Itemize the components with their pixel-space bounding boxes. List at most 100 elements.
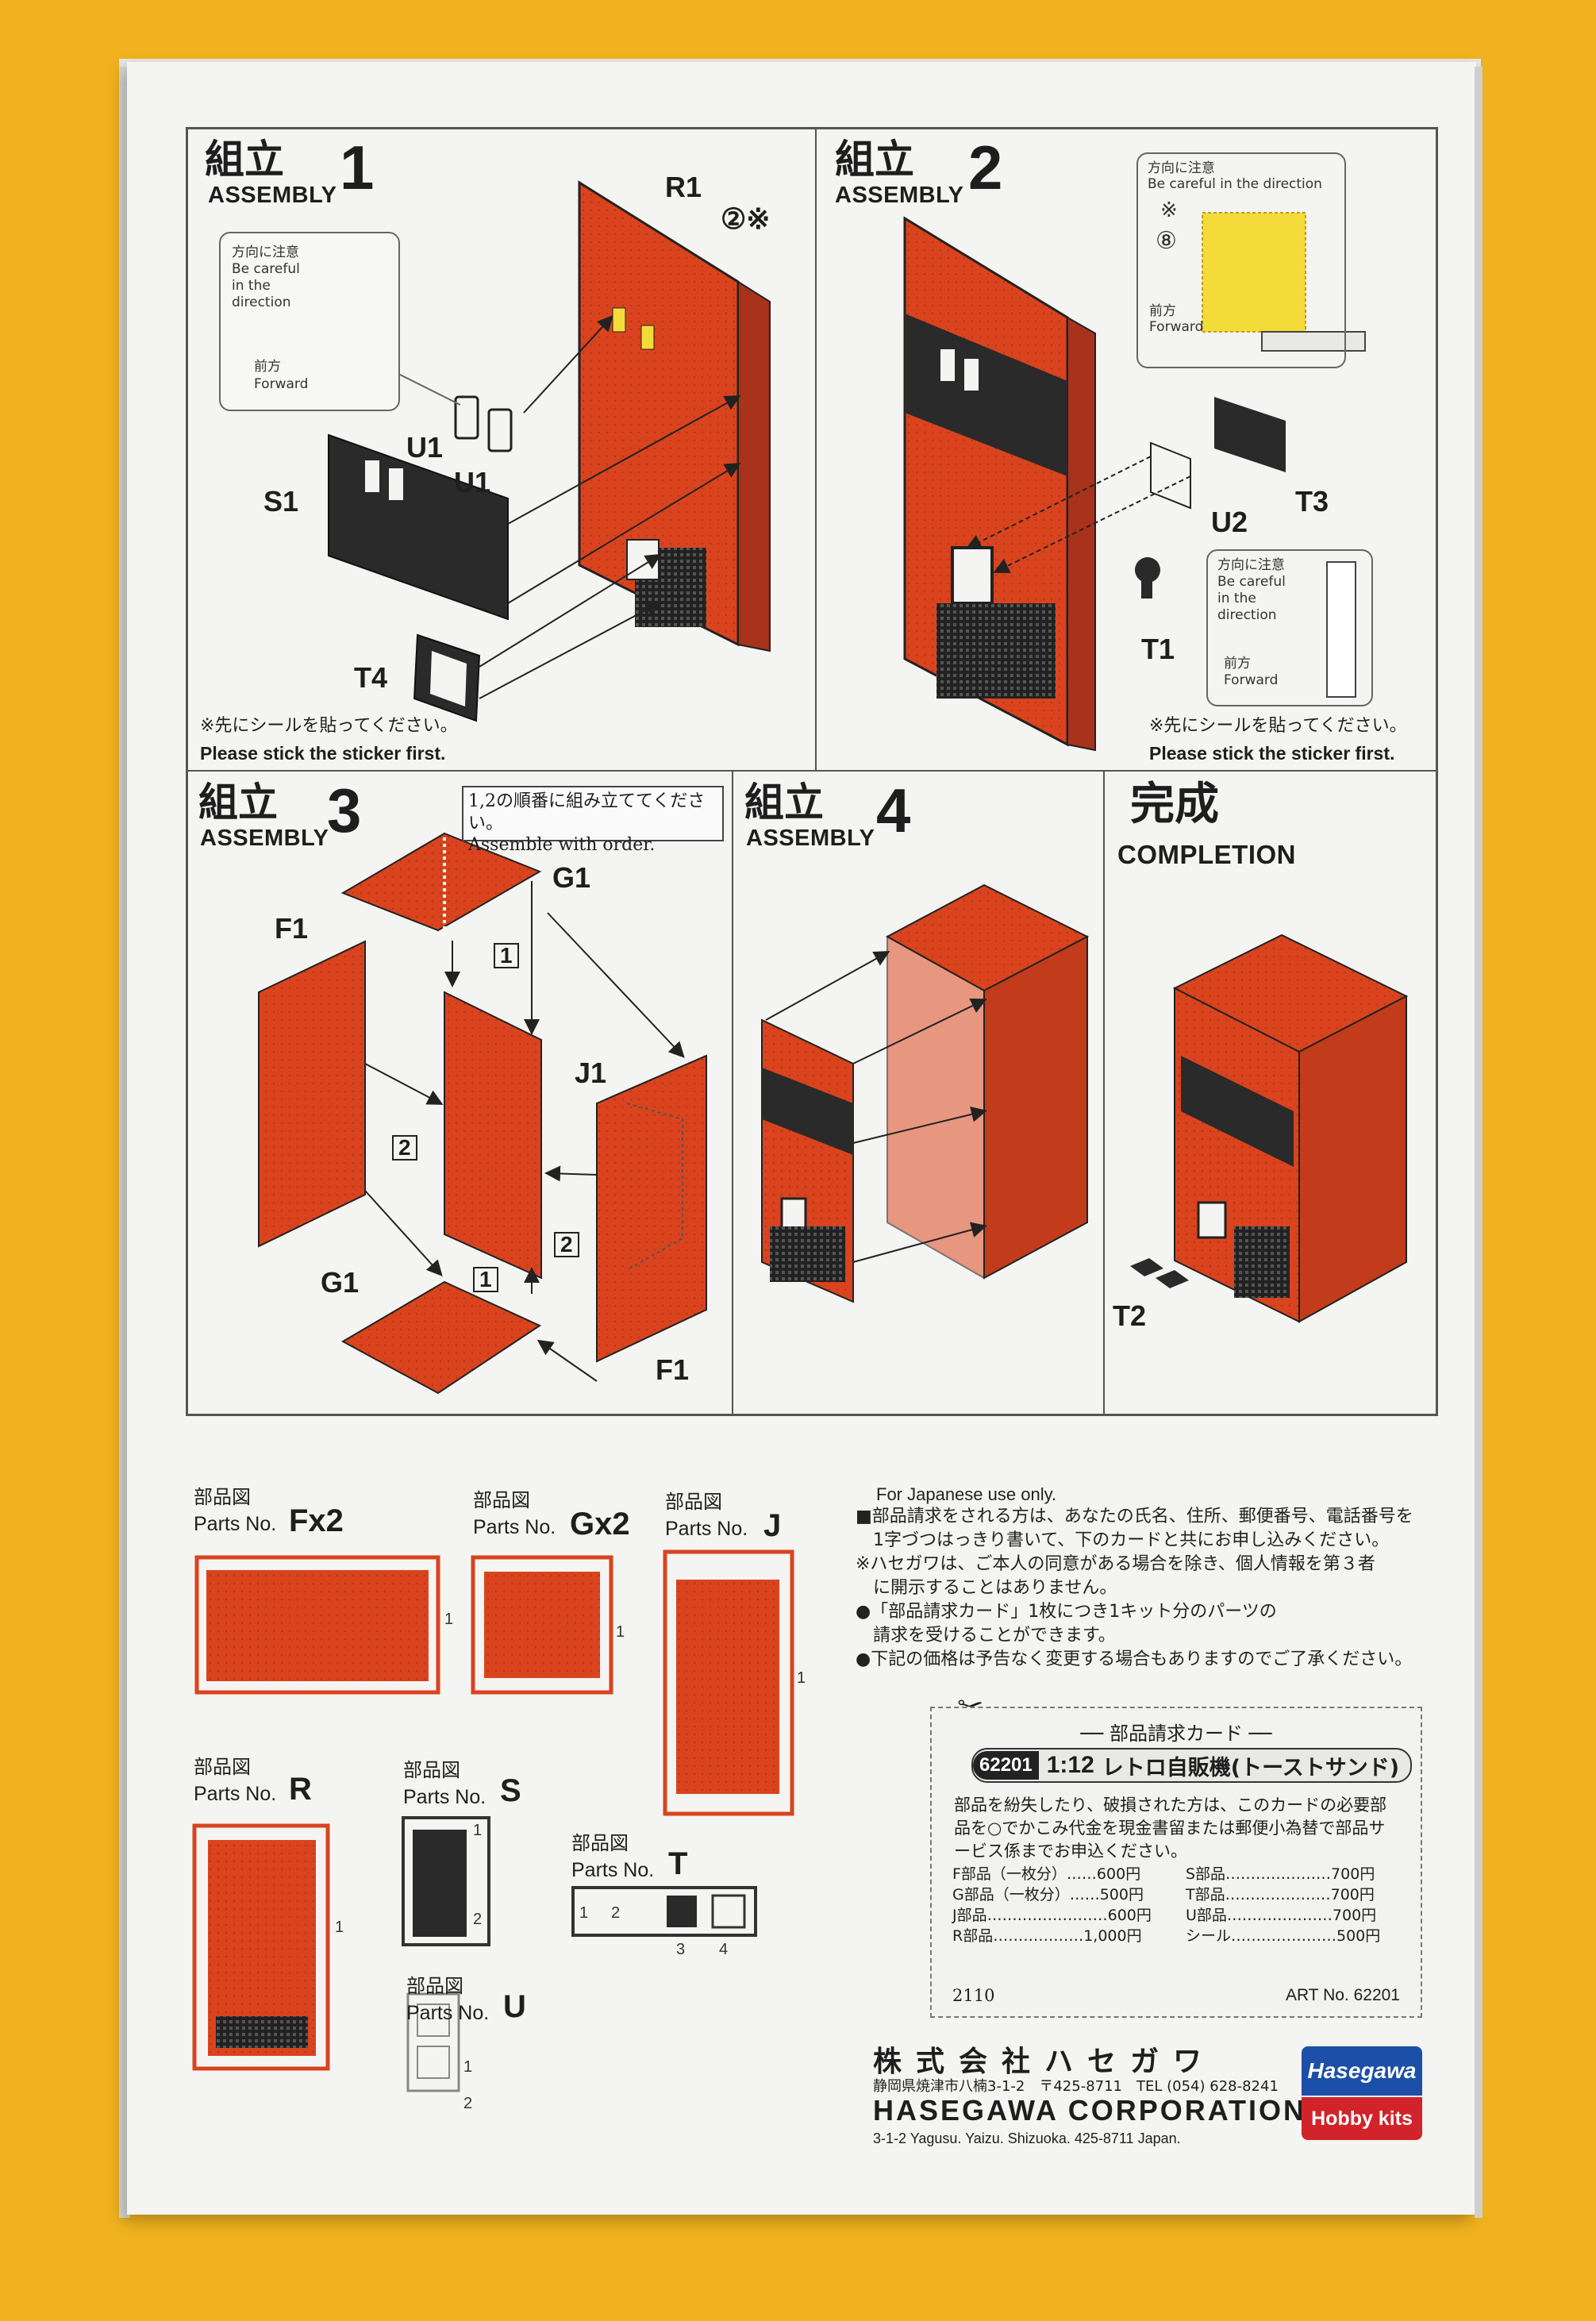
step1-label-r1: R1 — [665, 171, 702, 203]
step4-cabinet — [885, 883, 1090, 1280]
parts-t-id: T — [668, 1846, 688, 1881]
step1-part-u1 — [454, 395, 513, 452]
callout-text: in the — [232, 278, 271, 294]
step2-direction-callout: 方向に注意 Be careful in the direction 前方 For… — [1206, 549, 1373, 706]
parts-j-id: J — [763, 1508, 782, 1543]
callout-text: ※ — [1160, 198, 1178, 222]
price-t[interactable]: T部品…………………700円 — [1186, 1886, 1375, 1903]
callout-text: Be careful — [232, 261, 300, 277]
step2-label-u2: U2 — [1211, 506, 1248, 538]
step3-title-jp: 組立 — [198, 779, 278, 826]
parts-j-num: 1 — [797, 1669, 806, 1687]
step1-title-en: ASSEMBLY — [208, 183, 337, 208]
step3-number: 3 — [327, 776, 362, 845]
step1-label-u1a: U1 — [406, 431, 444, 464]
parts-f-en: Parts No. — [194, 1513, 277, 1535]
card-desc-line: 品を○でかこみ代金を現金書留または郵便小為替で部品サ — [954, 1819, 1386, 1838]
box-right-edge — [1475, 67, 1483, 2218]
parts-diagram-j-art — [663, 1549, 794, 1816]
price-f[interactable]: F部品（一枚分）……600円 — [952, 1865, 1141, 1883]
price-sticker[interactable]: シール…………………500円 — [1186, 1927, 1381, 1945]
callout-text: direction — [232, 294, 291, 310]
step3-title-en: ASSEMBLY — [200, 826, 329, 851]
parts-s-jp: 部品図 — [403, 1759, 460, 1781]
info-line-7: ●下記の価格は予告なく変更する場合もありますのでご了承ください。 — [856, 1649, 1413, 1669]
step1-label-u1b: U1 — [454, 466, 491, 498]
step2-label-circled8: ⑧ — [1156, 227, 1177, 255]
parts-s-en: Parts No. — [403, 1786, 486, 1808]
step3-order-en: Assemble with order. — [468, 835, 656, 855]
parts-u-num1: 1 — [463, 2058, 473, 2076]
parts-diagram-f-art — [194, 1555, 440, 1695]
step1-label-t4: T4 — [354, 661, 388, 694]
info-line-4: に開示することはありません。 — [856, 1578, 1117, 1598]
step1-part-r1 — [578, 180, 771, 652]
logo-bottom: Hobby kits — [1302, 2097, 1422, 2140]
card-desc-line: 部品を紛失したり、破損された方は、このカードの必要部 — [954, 1796, 1387, 1815]
callout-text: 前方 — [1149, 303, 1176, 319]
parts-u-jp: 部品図 — [406, 1975, 463, 1997]
callout-text: direction — [1217, 607, 1277, 623]
parts-diagram-g-art — [471, 1555, 613, 1695]
step3-part-g1-bottom — [340, 1280, 542, 1395]
price-r[interactable]: R部品………………1,000円 — [952, 1927, 1142, 1945]
step3-part-f1-left — [258, 940, 366, 1248]
corp-name-en: HASEGAWA CORPORATION — [873, 2094, 1307, 2127]
callout-text: 方向に注意 — [232, 244, 299, 260]
parts-diagram-t-art — [571, 1886, 757, 1937]
step2-title-en: ASSEMBLY — [835, 183, 964, 208]
callout-text: 前方 — [254, 359, 281, 375]
parts-t-jp: 部品図 — [571, 1832, 629, 1854]
card-footer-code: 2110 — [952, 1986, 995, 2005]
step3-order-1a: 1 — [494, 943, 519, 968]
parts-f-id: Fx2 — [289, 1503, 344, 1538]
completion-panel — [1103, 770, 1438, 1416]
step2-part-r1-assembled — [903, 216, 1096, 752]
step3-label-f1-left: F1 — [275, 912, 309, 945]
info-line-3: ※ハセガワは、ご本人の同意がある場合を除き、個人情報を第３者 — [856, 1554, 1375, 1574]
price-g[interactable]: G部品（一枚分）……500円 — [952, 1886, 1144, 1903]
step1-part-t4 — [413, 633, 481, 722]
step1-part-s1 — [328, 433, 509, 621]
step3-part-j1 — [444, 991, 542, 1280]
parts-diagram-r-art — [192, 1823, 330, 2071]
step3-order-2b: 2 — [554, 1232, 579, 1257]
parts-g-id: Gx2 — [570, 1507, 630, 1542]
callout-text: Be careful — [1217, 574, 1286, 590]
step1-label-circled2: ②※ — [721, 202, 771, 235]
price-u[interactable]: U部品…………………700円 — [1186, 1907, 1377, 1924]
step1-number: 1 — [340, 133, 375, 202]
step3-label-f1-right: F1 — [656, 1353, 690, 1386]
step2-part-t3 — [1214, 397, 1286, 472]
parts-u-id: U — [503, 1989, 526, 2024]
step1-note-en: Please stick the sticker first. — [200, 743, 446, 764]
card-description: 部品を紛失したり、破損された方は、このカードの必要部 品を○でかこみ代金を現金書… — [954, 1794, 1406, 1863]
callout-text: Be careful in the direction — [1148, 176, 1322, 192]
step2-part-t1 — [1135, 557, 1160, 599]
info-use-only: For Japanese use only. — [876, 1484, 1057, 1504]
parts-request-card[interactable]: ── 部品請求カード ── 62201 1:12 レトロ自販機(トーストサンド)… — [930, 1707, 1422, 2018]
step4-number: 4 — [876, 776, 911, 845]
parts-r-en: Parts No. — [194, 1783, 277, 1805]
step1-arrows — [479, 315, 741, 699]
parts-g-num: 1 — [616, 1623, 625, 1641]
price-s[interactable]: S部品…………………700円 — [1186, 1865, 1375, 1883]
step2-sticker-callout-art — [1202, 212, 1366, 352]
parts-u-num2: 2 — [463, 2095, 473, 2112]
parts-r-id: R — [289, 1772, 312, 1807]
step2-bottom-callout-art — [1326, 561, 1356, 698]
step3-part-f1-right — [596, 1054, 707, 1363]
step3-part-g1-top — [340, 832, 542, 937]
parts-t-n2: 2 — [611, 1904, 621, 1922]
parts-g-en: Parts No. — [473, 1516, 556, 1538]
price-j[interactable]: J部品……………………600円 — [952, 1907, 1152, 1924]
step3-order-1b: 1 — [473, 1267, 498, 1292]
parts-s-num2: 2 — [473, 1911, 483, 1928]
card-product-code: 62201 — [973, 1751, 1039, 1780]
card-product-name: レトロ自販機(トーストサンド) — [1102, 1755, 1400, 1780]
parts-diagram-u-art — [406, 1992, 460, 2092]
parts-diagram-s-art — [402, 1816, 490, 1946]
parts-s-id: S — [500, 1773, 521, 1808]
step2-arrows — [965, 456, 1191, 573]
